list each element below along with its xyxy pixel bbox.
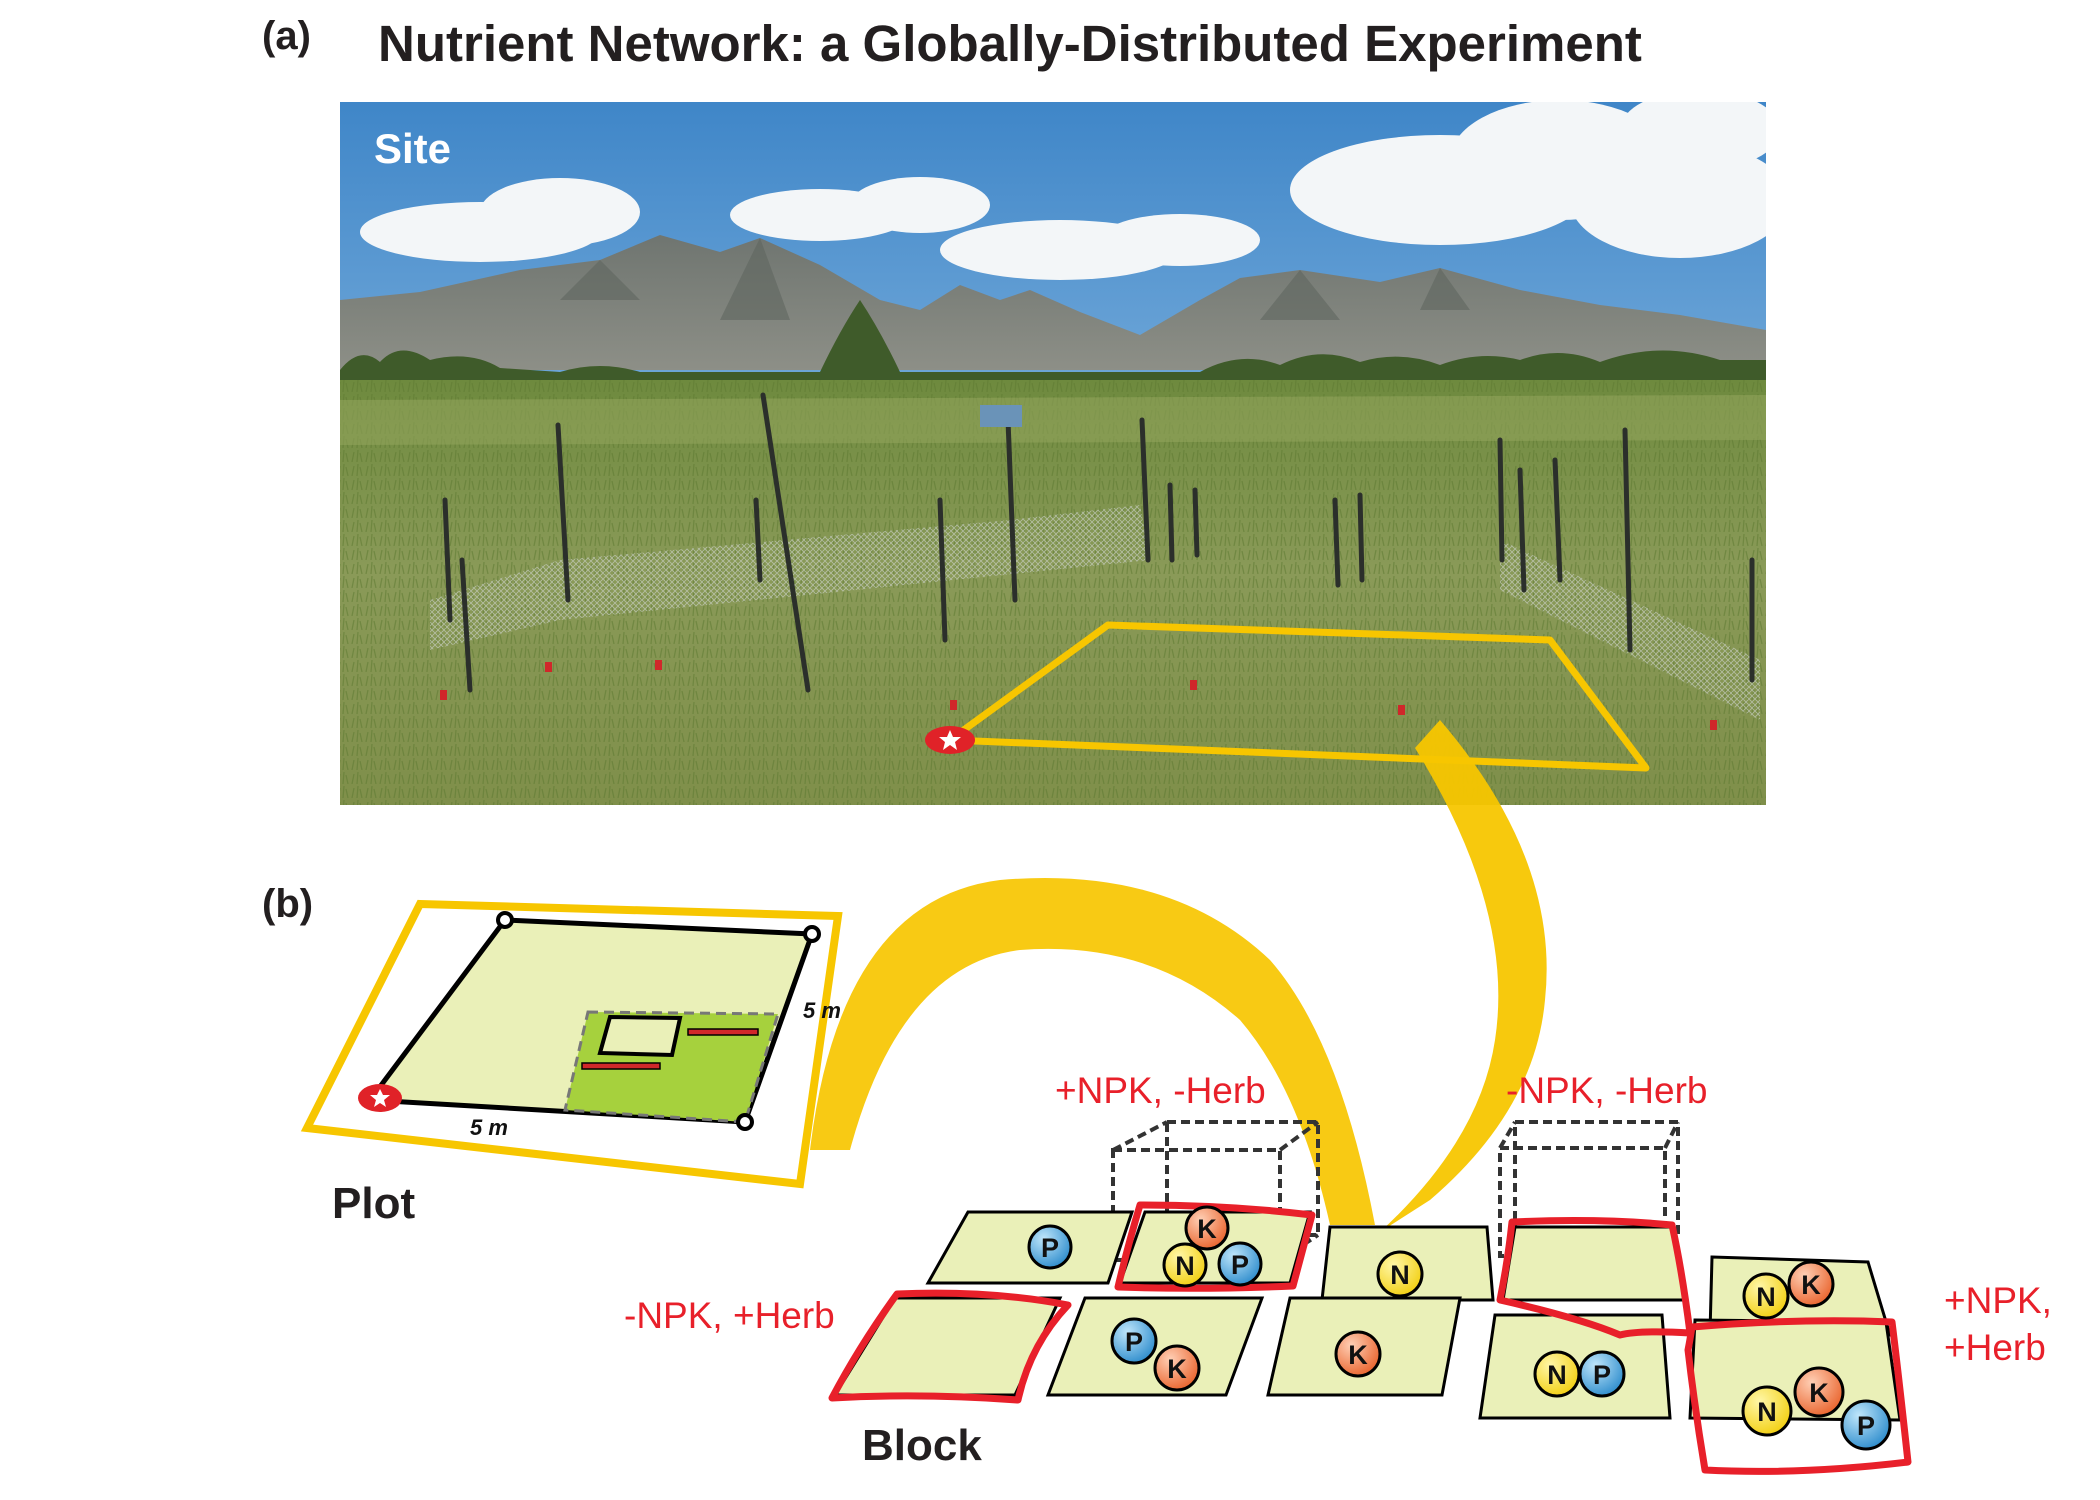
- subplot-strip-2: [581, 1062, 661, 1070]
- annotation-minus-npk-minus-herb: -NPK, -Herb: [1506, 1070, 1707, 1111]
- svg-text:K: K: [1197, 1214, 1217, 1244]
- annotation-npk-minus-herb: +NPK, -Herb: [1055, 1070, 1266, 1111]
- nutrient-K-ball: K: [1787, 1260, 1835, 1308]
- nutrient-K-ball: K: [1184, 1205, 1230, 1251]
- annotation-minus-npk-plus-herb: -NPK, +Herb: [624, 1295, 835, 1336]
- svg-text:K: K: [1348, 1340, 1368, 1370]
- svg-text:K: K: [1809, 1378, 1829, 1408]
- truck: [980, 405, 1022, 427]
- svg-text:P: P: [1593, 1360, 1611, 1390]
- control-highlight: [828, 1201, 1912, 1475]
- zoom-arc-block-to-plot: [810, 877, 1375, 1225]
- nutrient-N-ball: N: [1742, 1272, 1790, 1320]
- svg-text:N: N: [1175, 1251, 1195, 1281]
- svg-text:P: P: [1125, 1327, 1143, 1357]
- annotation-npk-plus-herb-line2: +Herb: [1944, 1327, 2046, 1368]
- nutrient-P-ball: P: [1578, 1350, 1626, 1398]
- clouds: [360, 102, 1766, 280]
- svg-text:K: K: [1801, 1270, 1821, 1300]
- svg-text:P: P: [1041, 1233, 1059, 1263]
- block-label: Block: [862, 1421, 982, 1470]
- site-photo: Site: [340, 102, 1766, 805]
- nutrient-N-ball: N: [1533, 1350, 1581, 1398]
- nutrient-P-ball: P: [1217, 1241, 1263, 1287]
- plot-corner-marker: [925, 726, 975, 754]
- subplot-strip: [687, 1028, 759, 1036]
- zoom-arc-photo-to-block: [1380, 720, 1547, 1232]
- svg-text:K: K: [1167, 1354, 1187, 1384]
- nutrient-N-ball: N: [1162, 1242, 1208, 1288]
- plot-outline-photo: [946, 621, 1650, 772]
- nutrient-N-ball: N: [1376, 1250, 1424, 1298]
- panel-b-label: (b): [262, 882, 314, 926]
- nutrient-K-ball: K: [1793, 1366, 1845, 1418]
- nutrient-N-ball: N: [1741, 1385, 1793, 1437]
- side-dimension: 5 m: [803, 998, 841, 1023]
- svg-text:N: N: [1756, 1282, 1776, 1312]
- svg-text:N: N: [1390, 1260, 1410, 1290]
- block-diagram: P K N P N N K P: [828, 1120, 1912, 1475]
- fence-posts: [442, 392, 1755, 693]
- plot-diagram: 5 m 5 m: [300, 899, 843, 1189]
- plot-corner-post: [736, 1113, 754, 1131]
- svg-text:P: P: [1231, 1250, 1249, 1280]
- site-label: Site: [374, 125, 451, 172]
- nutrient-P-ball: P: [1840, 1399, 1892, 1451]
- svg-text:P: P: [1857, 1411, 1875, 1441]
- treeline: [340, 300, 1766, 390]
- subplot-square: [597, 1014, 683, 1058]
- mountains: [340, 235, 1766, 370]
- svg-text:N: N: [1757, 1397, 1777, 1427]
- plot-corner-marker: [358, 1084, 402, 1112]
- plot-corner-post: [803, 925, 821, 943]
- nutrient-P-ball: P: [1110, 1317, 1158, 1365]
- bottom-dimension: 5 m: [470, 1115, 508, 1140]
- nutrient-P-ball: P: [1027, 1224, 1073, 1270]
- plot-label: Plot: [332, 1179, 415, 1228]
- marker-flags: [440, 660, 1717, 730]
- panel-a-label: (a): [262, 14, 311, 58]
- nutrient-K-ball: K: [1334, 1330, 1382, 1378]
- figure-title: Nutrient Network: a Globally-Distributed…: [378, 15, 1642, 72]
- annotation-npk-plus-herb-line1: +NPK,: [1944, 1280, 2052, 1321]
- block-plot: [1501, 1225, 1688, 1302]
- nutrient-K-ball: K: [1153, 1344, 1201, 1392]
- svg-text:N: N: [1547, 1360, 1567, 1390]
- plot-corner-post: [496, 911, 514, 929]
